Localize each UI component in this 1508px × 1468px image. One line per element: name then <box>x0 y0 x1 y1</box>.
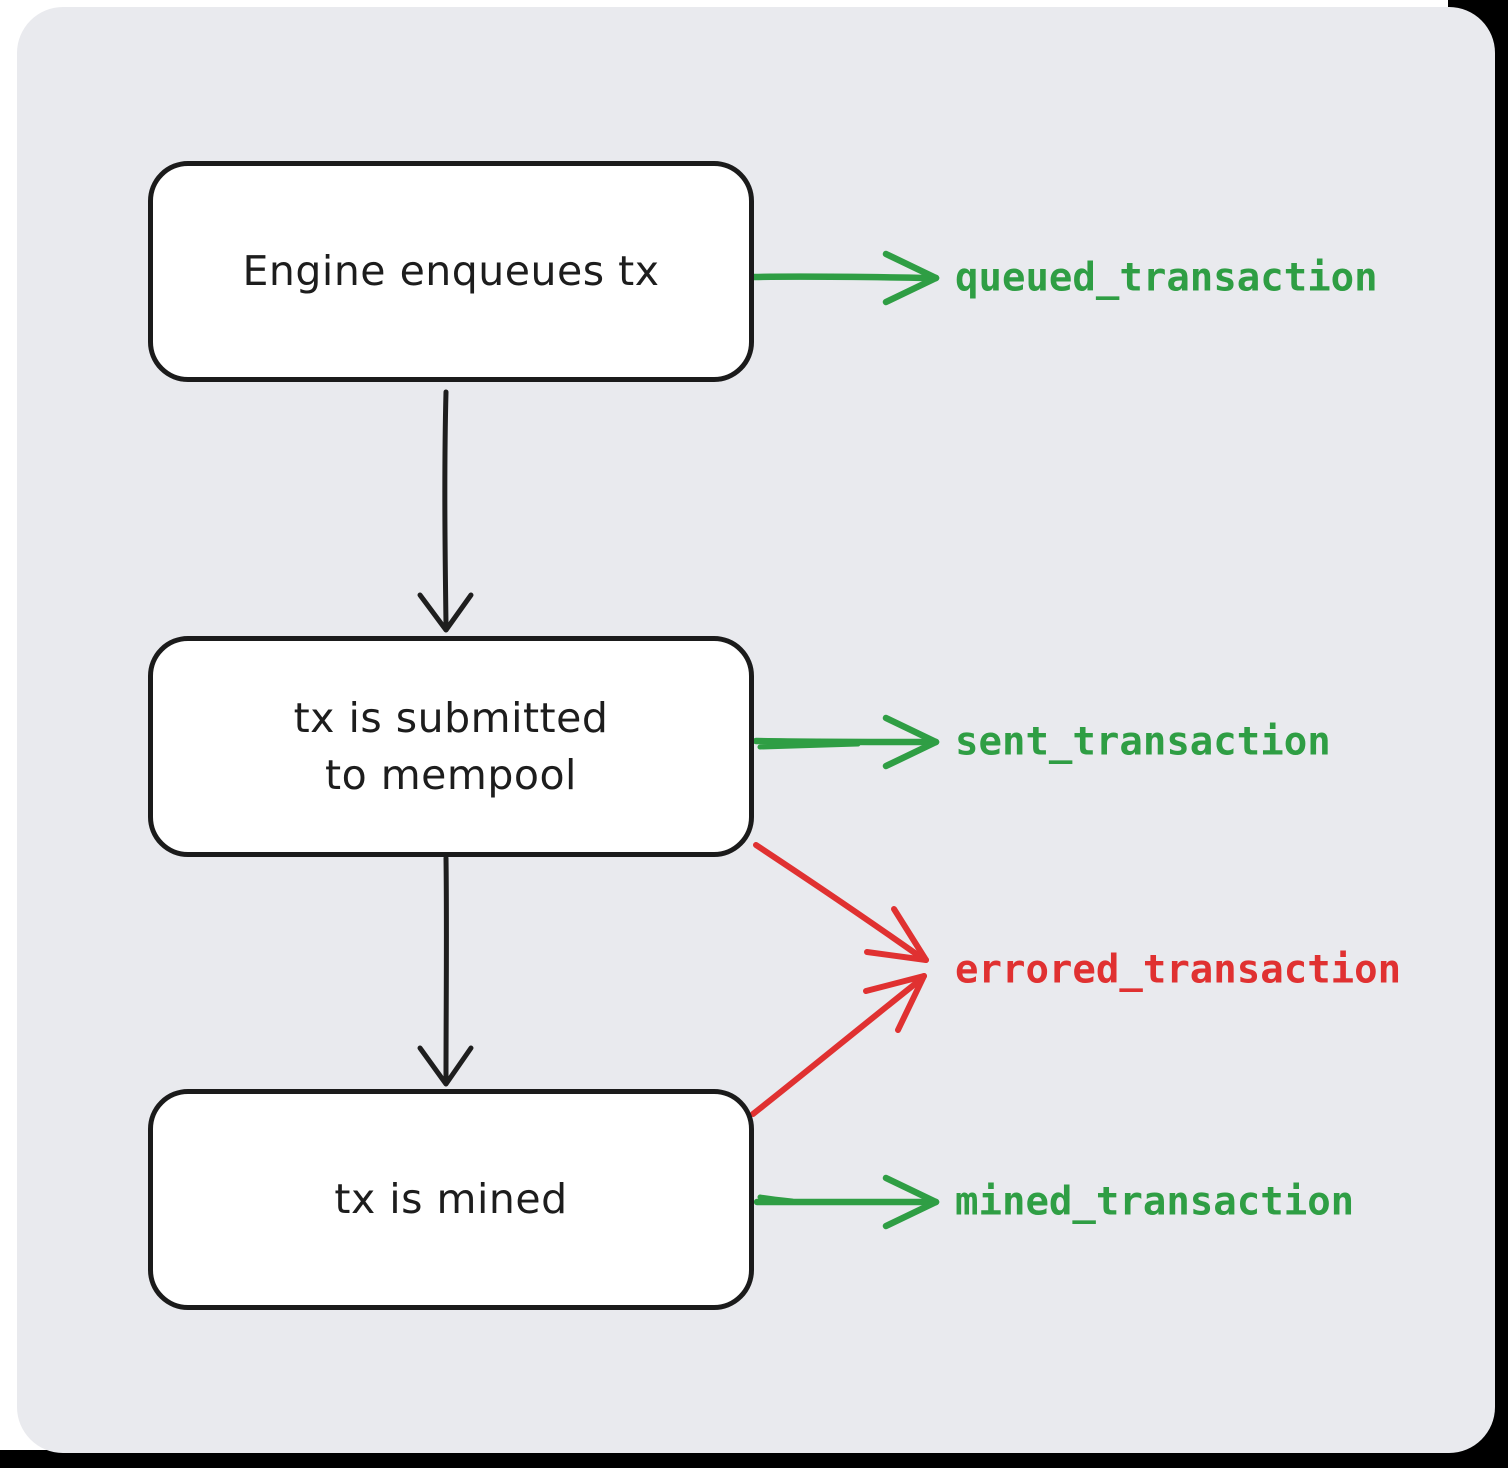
event-label-errored-transaction: errored_transaction <box>955 947 1402 993</box>
node-tx-is-mined: tx is mined <box>148 1089 754 1310</box>
node-engine-enqueues-tx-label: Engine enqueues tx <box>242 247 660 296</box>
node-tx-is-mined-label: tx is mined <box>334 1175 568 1224</box>
event-label-mined-transaction: mined_transaction <box>955 1179 1355 1225</box>
node-tx-submitted-to-mempool-label: tx is submitted to mempool <box>293 693 609 799</box>
node-tx-submitted-to-mempool: tx is submitted to mempool <box>148 636 754 857</box>
node-engine-enqueues-tx: Engine enqueues tx <box>148 161 754 382</box>
event-label-sent-transaction: sent_transaction <box>955 719 1331 765</box>
event-label-queued-transaction: queued_transaction <box>955 255 1378 301</box>
